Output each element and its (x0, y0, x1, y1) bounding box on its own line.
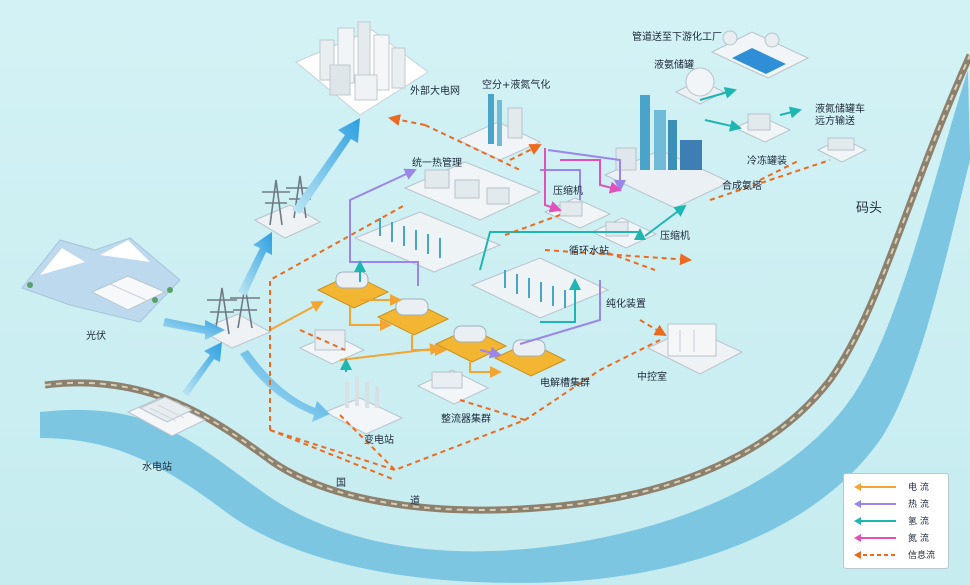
power-arrow-substation (240, 350, 330, 422)
tanker-label: 液氮储罐车 远方输送 (815, 104, 865, 127)
electric-flow-lines (269, 294, 502, 378)
legend: 电 流 热 流 氢 流 氮 流 信息流 (843, 473, 949, 569)
synthesis-tower-label: 合成氨塔 (722, 181, 762, 192)
cooling-station-label: 循环水站 (569, 246, 609, 257)
freeze-fill-icon (733, 113, 792, 143)
info-flow-lines (269, 114, 831, 481)
legend-label: 氢 流 (908, 517, 929, 527)
tanker-truck-icon (816, 137, 868, 163)
pv-mountain-icon (21, 237, 181, 323)
legend-item-electric: 电 流 (852, 480, 944, 494)
hydro-label: 水电站 (142, 462, 172, 473)
pv-label: 光伏 (86, 331, 106, 342)
ammonia-tank-icon (674, 67, 726, 105)
road-label-1: 国 (336, 478, 346, 489)
legend-item-hydrogen: 氢 流 (852, 514, 944, 528)
hydrogen-flow-lines (340, 86, 802, 372)
dock-label: 码头 (856, 201, 883, 216)
nitrogen-flow-lines (544, 148, 622, 213)
control-room-icon (646, 323, 744, 375)
freeze-fill-label: 冷冻罐装 (747, 156, 787, 167)
ammonia-tank-label: 液氨储罐 (654, 60, 694, 71)
synthesis-tower-icon (603, 95, 732, 209)
road-label-2: 道 (410, 496, 420, 507)
compressor-label-1: 压缩机 (553, 186, 583, 197)
pipe-plant-label: 管道送至下游化工厂 (632, 32, 722, 43)
power-arrow-upper (238, 232, 272, 296)
rectifier-icon (416, 369, 490, 405)
electrolyzer-label: 电解槽集群 (540, 378, 590, 389)
downstream-plant-icon (710, 30, 810, 79)
power-arrow-grid (292, 118, 360, 214)
legend-item-heat: 热 流 (852, 497, 944, 511)
asu-label: 空分+液氮气化 (482, 80, 551, 91)
heat-flow-lines (349, 149, 626, 359)
power-arrow-hydro (182, 342, 222, 396)
transformer-icon (298, 329, 366, 365)
legend-item-nitrogen: 氮 流 (852, 531, 944, 545)
compressor-units (543, 197, 658, 249)
rectifier-label: 整流器集群 (441, 414, 491, 425)
substation-icon (323, 376, 404, 435)
grid-city-icon (295, 21, 429, 116)
compressor-label-2: 压缩机 (660, 231, 690, 242)
grid-label: 外部大电网 (410, 86, 460, 97)
power-arrow-pv (163, 318, 225, 340)
purification-label: 纯化装置 (606, 299, 646, 310)
heat-management-platform (403, 161, 542, 221)
control-room-label: 中控室 (637, 372, 667, 383)
legend-label: 氮 流 (908, 534, 929, 544)
pylon-lower-icon (198, 285, 272, 349)
heat-management-label: 统一热管理 (412, 158, 462, 169)
legend-item-info: 信息流 (852, 548, 944, 562)
legend-label: 信息流 (908, 551, 936, 561)
substation-label: 变电站 (364, 435, 394, 446)
legend-label: 电 流 (908, 483, 929, 493)
legend-label: 热 流 (908, 500, 929, 510)
hydro-station-icon (126, 396, 207, 437)
